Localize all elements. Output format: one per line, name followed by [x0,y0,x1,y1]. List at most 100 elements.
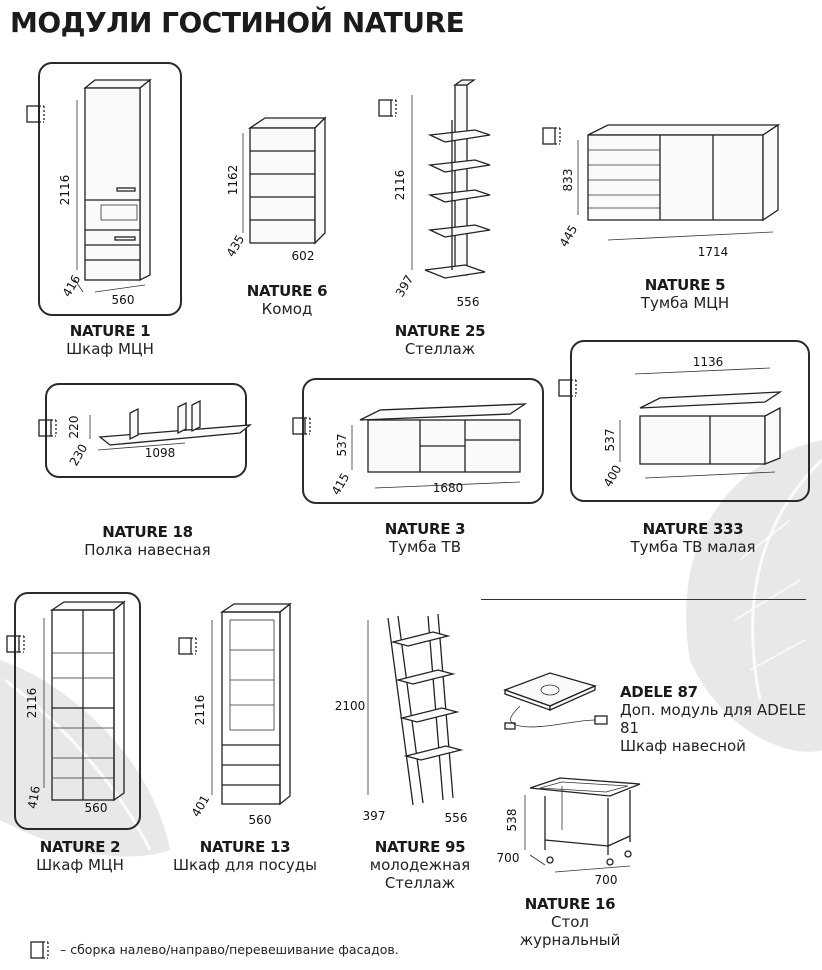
dim-height: 2116 [25,688,39,719]
hinge-icon [30,941,49,959]
dim-depth: 445 [557,223,581,250]
dim-height: 2116 [58,175,72,206]
dim-width: 1714 [698,245,729,259]
caption-nature-3: NATURE 3 Тумба ТВ [360,520,490,556]
module-desc-2: Шкаф навесной [620,737,746,755]
module-desc-2: Стеллаж [384,874,456,892]
module-frame-nature-18 [45,383,247,478]
dim-height: 2116 [393,170,407,201]
dim-height: 2100 [335,699,366,713]
nature-18-drawing: 220 230 1098 [67,399,253,469]
hinge-icon [26,105,45,123]
module-desc: Шкаф МЦН [66,340,154,358]
module-name: NATURE 95 [374,838,466,856]
caption-nature-2: NATURE 2 Шкаф МЦН [20,838,140,874]
module-name: NATURE 3 [384,520,466,538]
module-name: NATURE 2 [39,838,121,856]
caption-nature-1: NATURE 1 Шкаф МЦН [50,322,170,358]
nature-333-drawing: 1136 537 400 [601,355,783,490]
dim-depth: 435 [224,233,248,260]
module-desc: Шкаф для посуды [173,856,317,874]
hinge-icon [542,127,561,145]
module-desc: Шкаф МЦН [36,856,124,874]
nature-3-drawing: 537 415 1680 [329,403,528,498]
section-divider [481,599,806,600]
caption-nature-6: NATURE 6 Комод [232,282,342,318]
module-frame-nature-3 [302,378,544,504]
dim-width: 560 [85,801,108,815]
module-name: NATURE 6 [246,282,328,300]
dim-depth: 401 [189,793,213,820]
module-name: NATURE 13 [199,838,291,856]
module-frame-nature-2 [14,592,141,830]
module-name: NATURE 1 [69,322,151,340]
dim-width: 1680 [433,481,464,495]
dim-height: 537 [335,434,349,457]
caption-nature-5: NATURE 5 Тумба МЦН [625,276,745,312]
module-name: ADELE 87 [620,683,698,701]
module-desc: Тумба ТВ [388,538,462,556]
dim-height: 2116 [193,695,207,726]
module-desc: Стеллаж [404,340,476,358]
adele-87-drawing [503,672,608,730]
caption-adele-87: ADELE 87 Доп. модуль для ADELE 81 Шкаф н… [620,683,820,755]
nature-5-drawing: 833 445 1714 [557,123,781,259]
dim-depth: 397 [363,809,386,823]
dim-depth: 416 [25,785,43,810]
module-desc: Полка навесная [84,541,211,559]
nature-95-drawing: 2100 397 556 [335,613,468,825]
caption-nature-25: NATURE 25 Стеллаж [380,322,500,358]
hinge-icon [6,635,25,653]
module-desc: Комод [261,300,313,318]
nature-2-drawing: 2116 416 560 [25,600,126,815]
dim-width: 1136 [693,355,724,369]
module-name: NATURE 16 [524,895,616,913]
module-desc: Стол журнальный [519,913,621,949]
dim-width: 556 [457,295,480,309]
dim-height: 1162 [226,165,240,196]
nature-25-drawing: 2116 397 556 [393,79,491,309]
caption-nature-16: NATURE 16 Стол журнальный [500,895,640,949]
dim-width: 560 [249,813,272,827]
caption-nature-13: NATURE 13 Шкаф для посуды [170,838,320,874]
dim-depth: 700 [497,851,520,865]
module-desc: Тумба ТВ малая [630,538,756,556]
dim-width: 602 [292,249,315,263]
dim-height: 220 [67,416,81,439]
dim-height: 537 [603,429,617,452]
module-desc: Тумба МЦН [640,294,730,312]
module-frame-nature-333 [570,340,810,502]
hinge-icon [178,637,197,655]
dim-depth: 397 [393,273,417,300]
caption-nature-95: NATURE 95 молодежная Стеллаж [355,838,485,892]
module-frame-nature-1 [38,62,182,316]
hinge-icon [38,419,57,437]
caption-nature-18: NATURE 18 Полка навесная [80,523,215,559]
leaf-watermark [686,440,822,752]
dim-width: 556 [445,811,468,825]
dim-depth: 416 [60,273,84,300]
module-desc: молодежная [369,856,471,874]
nature-1-drawing: 2116 416 560 [58,78,152,307]
module-name: NATURE 25 [394,322,486,340]
hinge-icon [292,417,311,435]
dim-width: 560 [112,293,135,307]
dim-depth: 230 [67,442,91,469]
hinge-icon [378,99,397,117]
dim-depth: 415 [329,471,353,498]
module-name: NATURE 333 [642,520,744,538]
nature-16-drawing: 538 700 700 [497,777,641,887]
module-name: NATURE 5 [644,276,726,294]
module-desc: Доп. модуль для ADELE 81 [620,701,807,737]
dim-height: 538 [505,809,519,832]
dim-width: 1098 [145,446,176,460]
page-title: МОДУЛИ ГОСТИНОЙ NATURE [10,6,465,39]
nature-13-drawing: 2116 401 560 [189,602,292,827]
nature-6-drawing: 1162 435 602 [224,116,327,263]
dim-height: 833 [561,169,575,192]
dim-width: 700 [595,873,618,887]
dim-depth: 400 [601,463,625,490]
caption-nature-333: NATURE 333 Тумба ТВ малая [628,520,758,556]
footer-note: – сборка налево/направо/перевешивание фа… [60,942,399,957]
module-name: NATURE 18 [102,523,193,541]
